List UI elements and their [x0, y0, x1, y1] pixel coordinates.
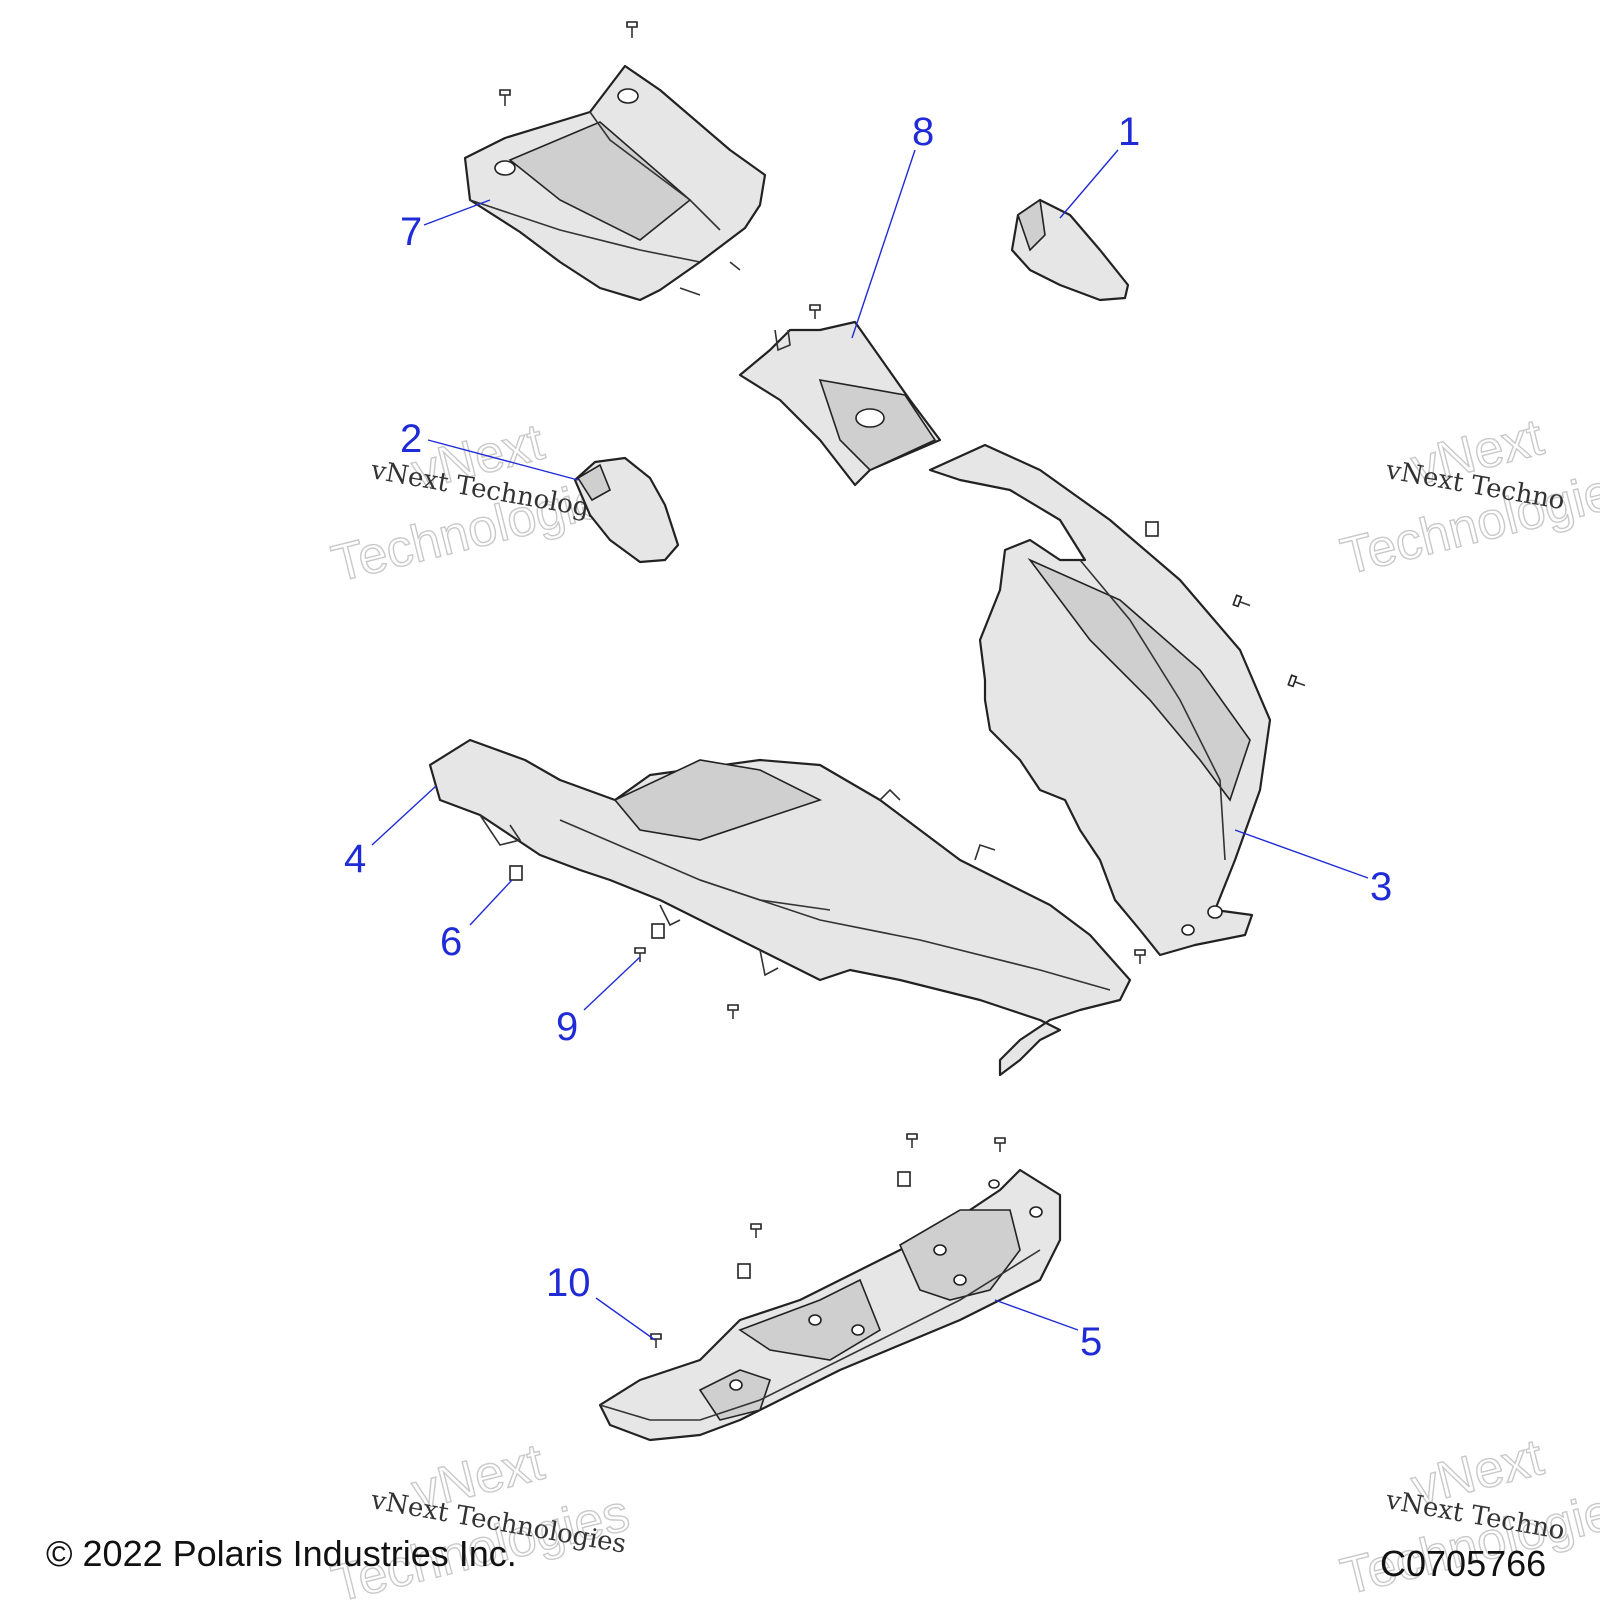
- screw: [499, 89, 511, 106]
- callout-8: 8: [912, 110, 934, 154]
- clip: [737, 1263, 751, 1279]
- leader-10: [595, 1297, 656, 1341]
- leader-7: [423, 199, 491, 226]
- clip: [897, 1171, 911, 1187]
- callouts: 1 2 3 4 5 6 7 8 9 10: [344, 110, 1392, 1364]
- callout-4: 4: [344, 837, 366, 881]
- part-1-cover-right: [1010, 198, 1130, 302]
- leader-6: [469, 879, 513, 926]
- part-8-center-bracket: [738, 320, 942, 487]
- leader-3: [1234, 829, 1369, 879]
- screw: [750, 1223, 762, 1238]
- leader-5: [994, 1299, 1079, 1331]
- leader-4: [371, 785, 437, 846]
- screw: [1287, 674, 1306, 688]
- screw: [809, 304, 821, 319]
- screw: [906, 1133, 918, 1148]
- leader-9: [583, 956, 641, 1011]
- screw: [1134, 949, 1146, 964]
- callout-6: 6: [440, 920, 462, 964]
- part-2-cover-left: [573, 456, 680, 564]
- clip: [1145, 521, 1159, 537]
- drawing-code: C0705766: [1380, 1543, 1546, 1584]
- callout-9: 9: [556, 1005, 578, 1049]
- screw: [626, 21, 638, 38]
- leader-2: [427, 439, 579, 481]
- leader-8: [851, 149, 916, 339]
- leader-1: [1059, 149, 1119, 219]
- screw: [727, 1004, 739, 1019]
- part-3-right-fairing: [928, 443, 1272, 957]
- screw: [650, 1333, 662, 1348]
- part-4-left-fairing: [428, 738, 1132, 1077]
- screw: [994, 1137, 1006, 1152]
- clip: [509, 865, 523, 881]
- callout-5: 5: [1080, 1320, 1102, 1364]
- callout-1: 1: [1118, 110, 1140, 154]
- callout-10: 10: [546, 1261, 591, 1305]
- clip: [651, 923, 665, 939]
- callout-3: 3: [1370, 865, 1392, 909]
- part-5-lower-panel: [598, 1168, 1062, 1442]
- copyright-text: © 2022 Polaris Industries Inc.: [46, 1533, 517, 1574]
- callout-2: 2: [400, 417, 422, 461]
- part-7-top-cover: [463, 64, 767, 302]
- fasteners: [499, 21, 1306, 1348]
- callout-7: 7: [400, 210, 422, 254]
- screw: [1232, 594, 1251, 608]
- leader-lines: [371, 149, 1369, 1341]
- screw: [634, 947, 646, 962]
